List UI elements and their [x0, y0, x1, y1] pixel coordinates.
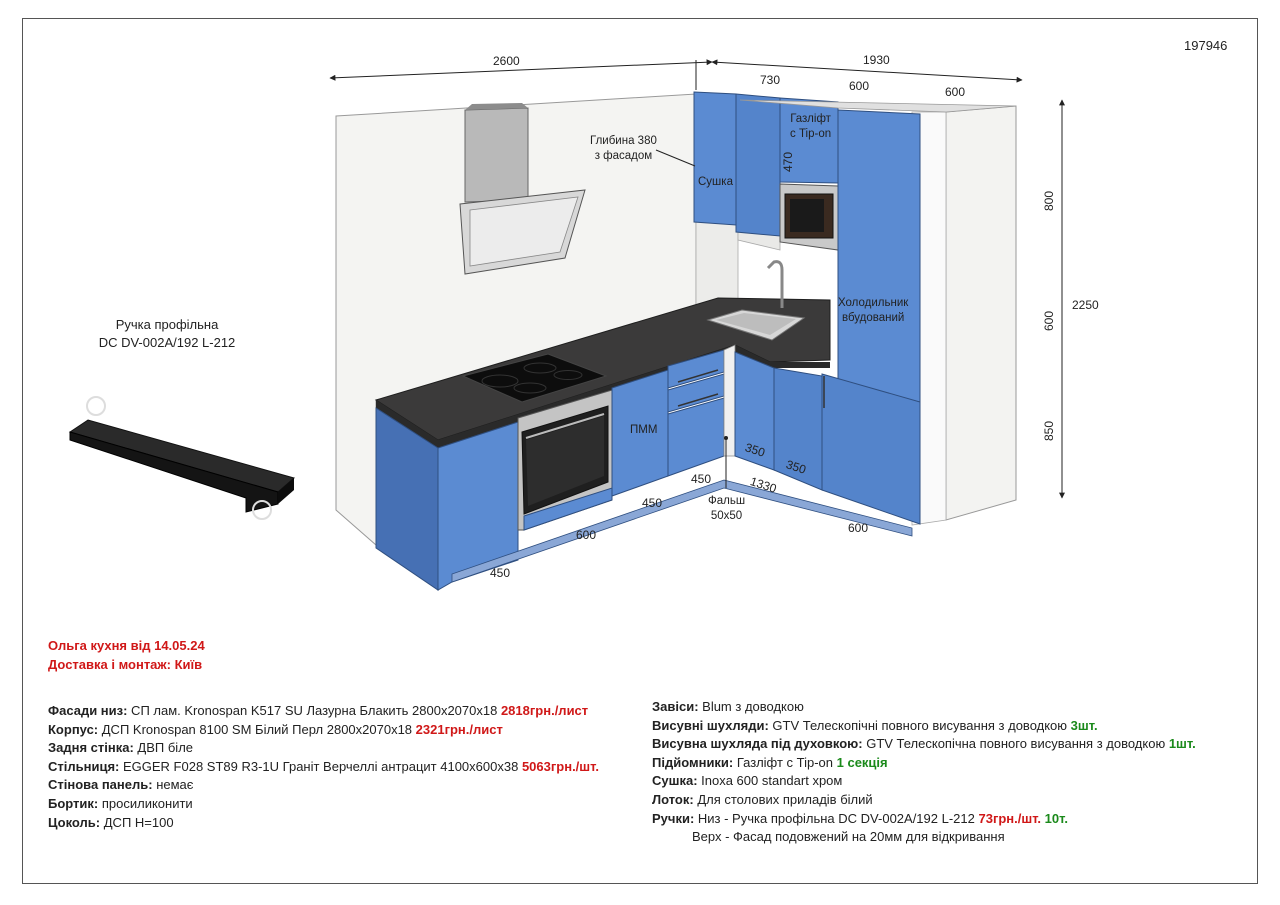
depth-note-leader: [655, 149, 696, 167]
spec-left-row: Задня стінка: ДВП біле: [48, 740, 194, 756]
dim-line-1930: [711, 59, 1023, 83]
range-hood: [459, 103, 586, 275]
faucet: [766, 260, 784, 308]
plinth: [451, 479, 913, 583]
dim-470: 470: [781, 151, 796, 173]
spec-left: Фасади низ: СП лам. Kronospan K517 SU Ла…: [48, 702, 599, 832]
dim-600-height: 600: [1042, 310, 1057, 332]
fridge-label: Холодильник вбудований: [838, 297, 909, 324]
dishwasher-label: ПММ: [630, 424, 658, 436]
spec-left-row: Стільниця: EGGER F028 ST89 R3-1U Граніт …: [48, 758, 599, 774]
dim-2600: 2600: [493, 54, 520, 68]
oven-handle: [525, 413, 605, 439]
spec-right-row: Сушка: Inoxa 600 standart хром: [652, 773, 843, 789]
oven-window: [526, 416, 604, 506]
spec-left-row: Бортик: просиликонити: [48, 795, 193, 811]
right-base-door-2: [773, 367, 823, 491]
dim-2250: 2250: [1072, 298, 1099, 312]
hob: [461, 353, 608, 403]
sink: [706, 260, 806, 341]
drawing-frame: [22, 18, 1258, 884]
handle-illustration: [68, 396, 296, 520]
dim-450-pmm: 450: [642, 496, 663, 510]
dim-600-upper-b: 600: [945, 85, 966, 99]
client-line: Ольга кухня від 14.05.24: [48, 638, 205, 653]
handle-title: Ручка профільна DC DV-002A/192 L-212: [98, 317, 236, 350]
upper-cabinets: [693, 91, 839, 251]
dim-1930: 1930: [863, 53, 890, 67]
spec-right-row: Висувна шухляда під духовкою: GTV Телеск…: [652, 736, 1196, 752]
dim-800: 800: [1042, 190, 1057, 212]
spec-right-row: Завіси: Blum з доводкою: [652, 699, 804, 714]
false-panel-label: Фальш 50x50: [708, 495, 746, 522]
right-side-panel: [945, 105, 1017, 521]
delivery-line: Доставка і монтаж: Київ: [48, 657, 203, 672]
dim-line-2600: [329, 59, 713, 81]
spec-right-row: Висувні шухляди: GTV Телескопічні повног…: [652, 717, 1098, 733]
order-number: 197946: [1184, 38, 1228, 53]
microwave-window: [790, 199, 824, 232]
dimension-lines: [329, 59, 1065, 499]
dim-600-upper-a: 600: [849, 79, 870, 93]
spec-left-row: Фасади низ: СП лам. Kronospan K517 SU Ла…: [48, 703, 589, 718]
spec-right-row: Лоток: Для столових приладів білий: [652, 791, 873, 807]
spec-left-row: Корпус: ДСП Kronospan 8100 SM Білий Перл…: [48, 721, 503, 737]
upper-left-door: [693, 91, 737, 226]
dim-600-right: 600: [848, 521, 869, 535]
spec-right: Завіси: Blum з доводкою Висувні шухляди:…: [652, 698, 1196, 847]
spec-right-row: Ручки: Низ - Ручка профільна DC DV-002A/…: [652, 810, 1068, 826]
dim-450-left: 450: [490, 566, 511, 580]
dim-450-corner: 450: [691, 472, 712, 486]
lower-cabinets: [375, 344, 913, 591]
depth-note: Глибина 380 з фасадом: [590, 135, 657, 162]
dryer-label: Сушка: [698, 176, 733, 188]
dim-600-oven: 600: [576, 528, 597, 542]
dim-730: 730: [760, 73, 781, 87]
oven-drawer: [523, 487, 613, 531]
spec-left-row: Стінова панель: немає: [48, 777, 194, 793]
gaslift-label: Газліфт с Tip-on: [790, 113, 832, 140]
spec-right-extra: Верх - Фасад подовжений на 20мм для відк…: [692, 829, 1005, 845]
upper-dryer-door: [735, 93, 781, 237]
dim-850: 850: [1042, 420, 1057, 442]
spec-left-row: Цоколь: ДСП H=100: [48, 814, 174, 830]
fridge-column: [739, 99, 1017, 525]
spec-right-row: Підйомники: Газліфт с Tip-on 1 секція: [652, 754, 888, 770]
